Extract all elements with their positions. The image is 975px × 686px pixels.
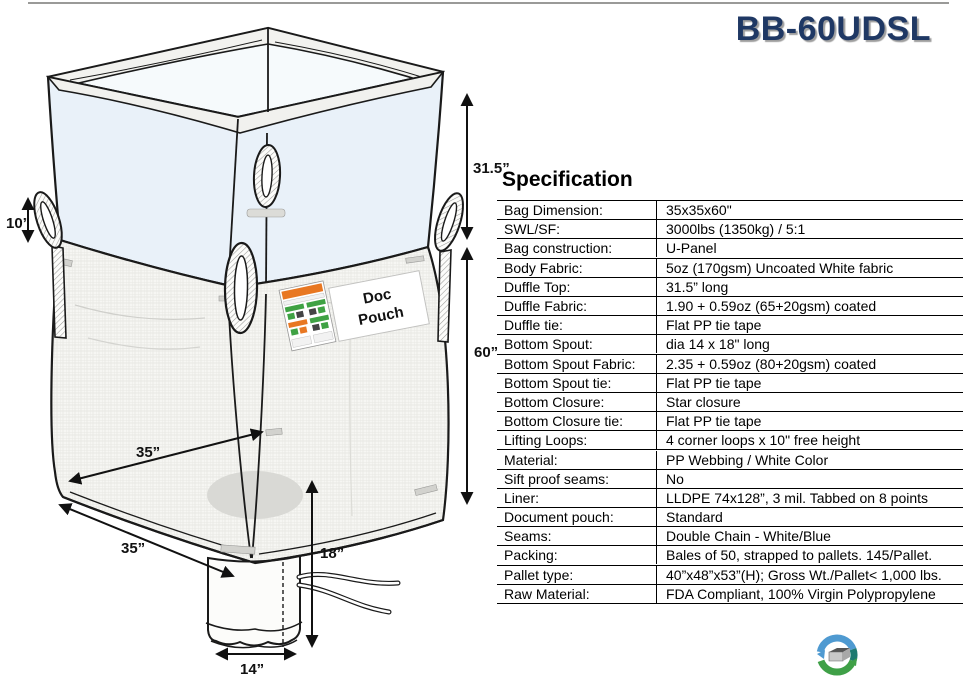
dim-label-loop-height: 10” [6,215,30,232]
spec-row: Lifting Loops: 4 corner loops x 10" free … [497,431,963,451]
spec-row-value: Flat PP tie tape [666,413,762,430]
bag-diagram: Doc Pouch 10” 31.5” 60” 35” 35” 18” 14” [6,26,510,678]
spec-row: Seams: Double Chain - White/Blue [497,527,963,547]
spec-row: Sift proof seams: No [497,469,963,489]
spec-row-label: SWL/SF: [497,220,657,239]
spec-row: Packing: Bales of 50, strapped to pallets… [497,546,963,566]
spec-row-label: Pallet type: [497,565,657,584]
spec-row-value: dia 14 x 18" long [666,336,770,353]
spec-row-value: 3000lbs (1350kg) / 5:1 [666,221,806,238]
dim-line-base-width [68,428,264,485]
dimension-labels: 10” 31.5” 60” 35” 35” 18” 14” [6,160,510,678]
spec-row-value: 2.35 + 0.59oz (80+20gsm) coated [666,355,877,372]
dim-label-spout-length: 18” [320,545,344,562]
dimension-annotations [21,93,474,661]
spec-row-value: Bales of 50, strapped to pallets. 145/Pa… [666,547,933,564]
spec-row-value: 35x35x60" [666,202,732,219]
spec-row-label: Seams: [497,527,657,546]
spec-row-label: Bottom Closure tie: [497,412,657,431]
spec-row-label: Packing: [497,546,657,565]
svg-text:Doc: Doc [362,286,393,308]
spec-row-label: Bottom Spout: [497,335,657,354]
spec-row-label: Bottom Closure: [497,392,657,411]
spec-row-label: Body Fabric: [497,258,657,277]
spec-heading: Specification [502,168,633,191]
spec-row-value: No [666,470,684,487]
spec-row: Material: PP Webbing / White Color [497,450,963,470]
spec-row: Pallet type: 40”x48”x53”(H); Gross Wt./Pa… [497,565,963,585]
spec-row-label: Duffle Top: [497,277,657,296]
spec-row: Duffle Top: 31.5” long [497,277,963,297]
model-title: BB-60UDSL [735,10,931,48]
spec-row: SWL/SF: 3000lbs (1350kg) / 5:1 [497,220,963,240]
spec-row-label: Bottom Spout tie: [497,373,657,392]
spec-row: Bottom Closure: Star closure [497,392,963,413]
lifting-loops [33,144,464,343]
spec-row-label: Raw Material: [497,584,657,603]
spec-row-label: Bag Dimension: [497,201,657,220]
page-top-rule [28,2,949,4]
dim-label-spout-diameter: 14” [240,661,264,678]
spec-row-label: Bottom Spout Fabric: [497,354,657,373]
duffle-top [46,26,445,119]
dim-label-base-width: 35” [136,444,160,461]
spec-row-value: Flat PP tie tape [666,374,762,391]
spout-tie-tapes [296,571,401,615]
doc-pouch: Doc Pouch [328,270,430,342]
dim-label-duffle-top: 31.5” [473,160,510,177]
spec-row-value: PP Webbing / White Color [666,451,829,468]
spec-row-label: Document pouch: [497,508,657,527]
dim-line-base-depth [58,503,235,578]
spec-row: Bottom Closure tie: Flat PP tie tape [497,412,963,432]
spec-row-label: Sift proof seams: [497,469,657,488]
spec-row: Bag Dimension: 35x35x60" [497,201,963,221]
spec-row-value: Star closure [666,393,741,410]
spec-row-value: 5oz (170gsm) Uncoated White fabric [666,259,894,276]
spec-row: Body Fabric: 5oz (170gsm) Uncoated White … [497,258,963,278]
spec-row-value: FDA Compliant, 100% Virgin Polypropylene [666,585,936,602]
spec-row: Bottom Spout tie: Flat PP tie tape [497,373,963,393]
spec-row: Duffle Fabric: 1.90 + 0.59oz (65+20gsm) c… [497,297,963,317]
spec-row-label: Duffle tie: [497,316,657,335]
spec-row: Liner: LLDPE 74x128”, 3 mil. Tabbed on 8 … [497,488,963,508]
spec-row-label: Bag construction: [497,239,657,258]
spec-row-value: 31.5” long [666,278,729,295]
spec-row-value: Double Chain - White/Blue [666,528,831,545]
spec-row: Bottom Spout Fabric: 2.35 + 0.59oz (80+20… [497,354,963,374]
spec-row: Raw Material: FDA Compliant, 100% Virgin … [497,584,963,604]
warning-label [278,280,337,352]
spec-row: Duffle tie: Flat PP tie tape [497,316,963,336]
dim-label-body-height: 60” [474,344,498,361]
spec-row: Bottom Spout: dia 14 x 18" long [497,335,963,355]
spec-row: Bag construction: U-Panel [497,239,963,259]
spec-row-label: Material: [497,450,657,469]
recycle-package-logo-icon [816,634,858,676]
spec-row-value: 1.90 + 0.59oz (65+20gsm) coated [666,298,877,315]
spec-row-value: LLDPE 74x128”, 3 mil. Tabbed on 8 points [666,489,929,506]
spec-row-value: 4 corner loops x 10" free height [666,432,861,449]
spec-table: Bag Dimension: 35x35x60" SWL/SF: 3000lbs (1… [497,200,963,604]
spec-row-value: Standard [666,509,723,526]
spec-row: Document pouch: Standard [497,508,963,528]
spec-row-value: 40”x48”x53”(H); Gross Wt./Pallet< 1,000 … [666,566,942,583]
spec-row-value: U-Panel [666,240,717,257]
dim-label-base-depth: 35” [121,540,145,557]
spec-row-label: Liner: [497,488,657,507]
spec-row-label: Lifting Loops: [497,431,657,450]
spec-row-label: Duffle Fabric: [497,297,657,316]
spec-row-value: Flat PP tie tape [666,317,762,334]
